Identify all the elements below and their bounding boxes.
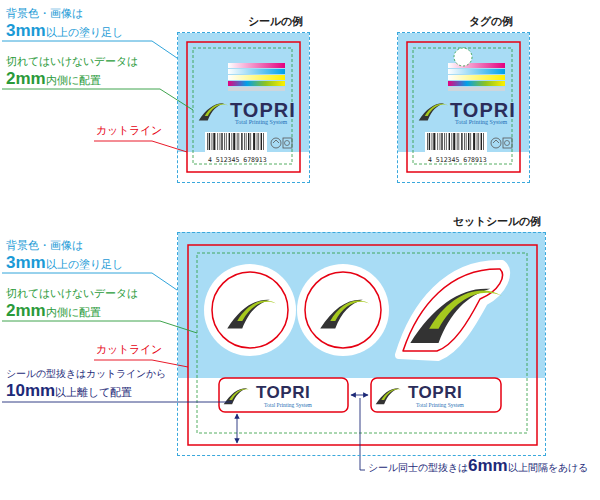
callout-text: シール同士の型抜きは	[368, 462, 468, 473]
callout-line: 3mm以上の塗り足し	[6, 254, 123, 273]
callout-line: 背景色・画像は	[6, 8, 83, 20]
barcode-bar	[256, 133, 258, 150]
barcode-bar	[241, 133, 242, 150]
callout-line: 10mm以上離して配置	[6, 382, 132, 401]
barcode-bar	[225, 133, 227, 150]
barcode-bar	[258, 133, 260, 150]
barcode-number: 4 512345 678913	[428, 157, 487, 164]
callout-text: 切れてはいけないデータは	[6, 288, 138, 300]
logo-text: TOPRI	[230, 99, 296, 121]
small-sticker: TOPRITotal Printing System	[220, 379, 349, 413]
callout-text: 背景色・画像は	[6, 8, 83, 20]
logo-tagline: Total Printing System	[455, 119, 507, 126]
barcode-number: 4 512345 678913	[208, 157, 267, 164]
callout-text: 内側に配置	[46, 75, 101, 87]
barcode	[207, 133, 264, 150]
barcode-bar	[245, 133, 247, 150]
barcode-bar	[263, 133, 265, 150]
dimension-value: 3mm	[6, 254, 46, 273]
barcode-bar	[253, 133, 255, 150]
dimension-value: 3mm	[6, 22, 46, 41]
logo-tagline: Total Printing System	[235, 119, 287, 126]
barcode-bar	[231, 133, 233, 150]
barcode-bar	[248, 133, 249, 150]
example-heading: シールの例	[248, 16, 303, 28]
callout-text: 内側に配置	[46, 307, 101, 319]
barcode-bar	[219, 133, 221, 150]
barcode-bar	[233, 133, 235, 150]
example-heading: タグの例	[469, 16, 513, 28]
barcode-bar	[238, 133, 240, 150]
callout-text: シールの型抜きはカットラインから	[6, 368, 166, 379]
tag-hole	[454, 48, 472, 66]
callout-line: 背景色・画像は	[6, 240, 83, 252]
leader-lines	[2, 41, 368, 470]
callout-line: 2mm内側に配置	[6, 302, 101, 321]
barcode-bar	[213, 133, 215, 150]
barcode-bar	[244, 133, 246, 150]
callout-text: カットライン	[96, 344, 162, 356]
barcode-bar	[261, 133, 262, 150]
logo-text: TOPRI	[450, 99, 516, 121]
dimension-value: 6mm	[468, 457, 508, 476]
barcode-bar	[236, 133, 238, 150]
barcode-bar	[250, 133, 252, 150]
sticker-art	[178, 33, 309, 172]
dimension-value: 10mm	[6, 382, 55, 401]
callout-text: 背景色・画像は	[6, 240, 83, 252]
barcode-bar	[211, 133, 213, 150]
set-sticker-example: セットシールの例TOPRITotal Printing SystemTOPRIT…	[177, 232, 546, 456]
callout-line: 切れてはいけないデータは	[6, 288, 138, 300]
barcode-bar	[209, 133, 210, 150]
barcode-bar	[224, 133, 226, 150]
barcode-bar	[229, 133, 230, 150]
callout-line: カットライン	[96, 125, 162, 137]
dimension-value: 2mm	[6, 302, 46, 321]
callout-line: 3mm以上の塗り足し	[6, 22, 123, 41]
example-heading: セットシールの例	[453, 216, 541, 228]
small-sticker: TOPRITotal Printing System	[372, 379, 502, 413]
logo-text: TOPRI	[256, 384, 310, 403]
barcode-bar	[217, 133, 219, 150]
set-sticker-art	[178, 232, 545, 445]
callout-text: 以上の塗り足し	[46, 259, 123, 271]
logo-text: TOPRI	[408, 384, 462, 403]
callout-line: シール同士の型抜きは6mm以上間隔をあける	[368, 457, 588, 476]
tag-example: タグの例TOPRITotal Printing System4 512345 6…	[397, 32, 530, 183]
callout-text: 切れてはいけないデータは	[6, 56, 138, 68]
callout-text: 以上離して配置	[55, 387, 132, 399]
callout-line: 切れてはいけないデータは	[6, 56, 138, 68]
callout-text: 以上間隔をあける	[508, 462, 588, 473]
callout-text: 以上の塗り足し	[46, 27, 123, 39]
logo-tagline: Total Printing System	[416, 402, 464, 408]
callout-line: カットライン	[96, 344, 162, 356]
barcode-bar	[207, 133, 209, 150]
callout-text: カットライン	[96, 125, 162, 137]
sticker-example: シールの例TOPRITotal Printing System4 512345 …	[177, 32, 310, 183]
logo-tagline: Total Printing System	[264, 402, 312, 408]
callout-line: シールの型抜きはカットラインから	[6, 368, 166, 379]
barcode-bar	[221, 133, 222, 150]
callout-line: 2mm内側に配置	[6, 70, 101, 89]
dimension-value: 2mm	[6, 70, 46, 89]
